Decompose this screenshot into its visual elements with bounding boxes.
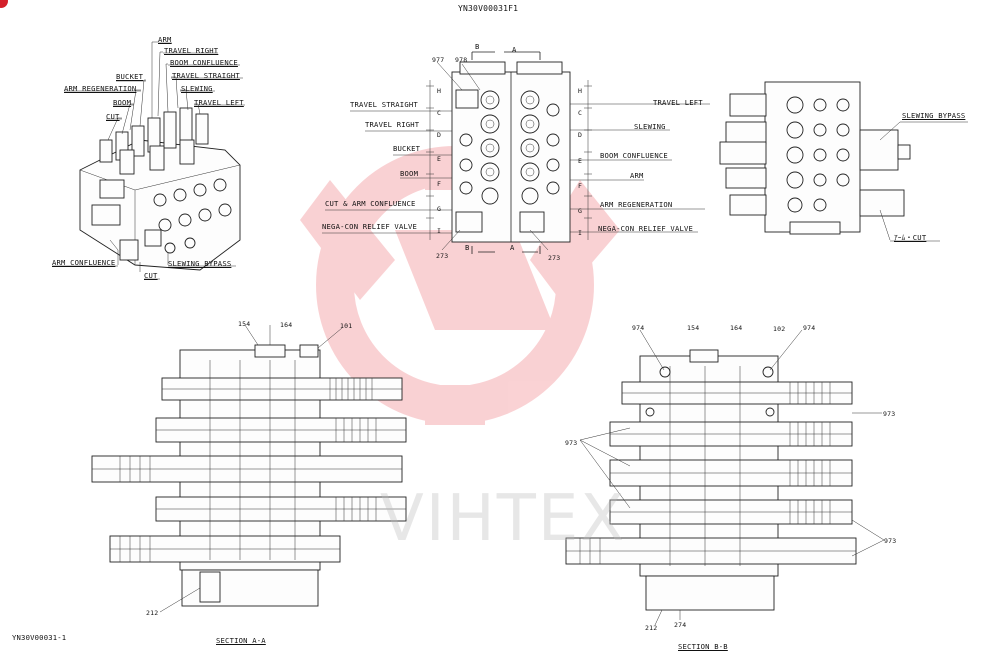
center-right-label: TRAVEL LEFT: [653, 98, 703, 107]
center-left-label: TRAVEL RIGHT: [365, 120, 420, 129]
part-212: 212: [645, 624, 658, 632]
front-valve-view: [322, 51, 710, 254]
side-valve-view: [719, 81, 968, 242]
part-978: 978: [455, 56, 468, 64]
dim-letter-left: H: [437, 87, 442, 95]
header-drawing-code: YN30V00031F1: [458, 4, 519, 13]
dim-letter-right: I: [578, 229, 583, 237]
label-arm-confluence: ARM CONFLUENCE: [52, 258, 116, 267]
label-slewing-bypass: SLEWING BYPASS: [168, 259, 232, 268]
center-right-label: SLEWING: [634, 122, 666, 131]
center-left-label: NEGA-CON RELIEF VALVE: [322, 222, 418, 231]
dim-letter-left: G: [437, 205, 442, 213]
section-bb-caption: SECTION B-B: [678, 642, 728, 651]
dim-letter-left: F: [437, 180, 442, 188]
label-slewing: SLEWING: [181, 84, 213, 93]
part-977: 977: [432, 56, 445, 64]
dim-letter-left: C: [437, 109, 442, 117]
watermark-text: VIHTEX: [380, 482, 627, 556]
part-154: 154: [238, 320, 251, 328]
label-arm: ARM: [158, 35, 172, 44]
part-164: 164: [730, 324, 743, 332]
label-travel-straight: TRAVEL STRAIGHT: [172, 71, 240, 80]
label-arm-cut: ｱｰﾑ・CUT: [894, 233, 927, 242]
dim-letter-right: D: [578, 131, 583, 139]
part-273-right: 273: [548, 254, 561, 262]
dim-letter-right: E: [578, 157, 583, 165]
center-left-label: CUT & ARM CONFLUENCE: [325, 199, 416, 208]
center-left-label: BOOM: [400, 169, 419, 178]
footer-drawing-code: YN30V00031-1: [12, 633, 67, 642]
label-boom: BOOM: [113, 98, 132, 107]
center-left-label: BUCKET: [393, 144, 421, 153]
label-cut-bottom: CUT: [144, 271, 158, 280]
part-973: 973: [565, 439, 578, 447]
part-973: 973: [884, 537, 897, 545]
part-212: 212: [146, 609, 159, 617]
section-bb-drawing: [565, 329, 885, 626]
corner-mark: [0, 0, 8, 8]
part-102: 102: [773, 325, 786, 333]
dim-letter-right: C: [578, 109, 583, 117]
dim-letter-left: E: [437, 155, 442, 163]
label-cut: CUT: [106, 112, 120, 121]
label-arm-regeneration: ARM REGENERATION: [64, 84, 137, 93]
label-boom-confluence: BOOM CONFLUENCE: [170, 58, 238, 67]
center-right-label: ARM: [630, 171, 644, 180]
dim-letter-right: G: [578, 207, 583, 215]
section-mark-a-top: A: [512, 45, 517, 54]
section-aa-drawing: [91, 324, 407, 613]
section-mark-b-bottom: B: [465, 243, 470, 252]
section-mark-a-bottom: A: [510, 243, 515, 252]
part-164: 164: [280, 321, 293, 329]
part-973: 973: [883, 410, 896, 418]
label-bucket: BUCKET: [116, 72, 144, 81]
part-273-left: 273: [436, 252, 449, 260]
section-mark-b-top: B: [475, 42, 480, 51]
part-974: 974: [632, 324, 645, 332]
center-right-label: NEGA-CON RELIEF VALVE: [598, 224, 694, 233]
part-974: 974: [803, 324, 816, 332]
section-aa-caption: SECTION A-A: [216, 636, 266, 645]
part-101: 101: [340, 322, 353, 330]
part-154: 154: [687, 324, 700, 332]
center-left-label: TRAVEL STRAIGHT: [350, 100, 418, 109]
dim-letter-left: I: [437, 227, 442, 235]
part-274: 274: [674, 621, 687, 629]
label-travel-left: TRAVEL LEFT: [194, 98, 244, 107]
label-slewing-bypass-right: SLEWING BYPASS: [902, 111, 966, 120]
label-travel-right: TRAVEL RIGHT: [164, 46, 219, 55]
center-right-label: ARM REGENERATION: [600, 200, 673, 209]
dim-letter-left: D: [437, 131, 442, 139]
isometric-valve-view: [52, 41, 245, 280]
center-right-label: BOOM CONFLUENCE: [600, 151, 668, 160]
dim-letter-right: H: [578, 87, 583, 95]
dim-letter-right: F: [578, 182, 583, 190]
